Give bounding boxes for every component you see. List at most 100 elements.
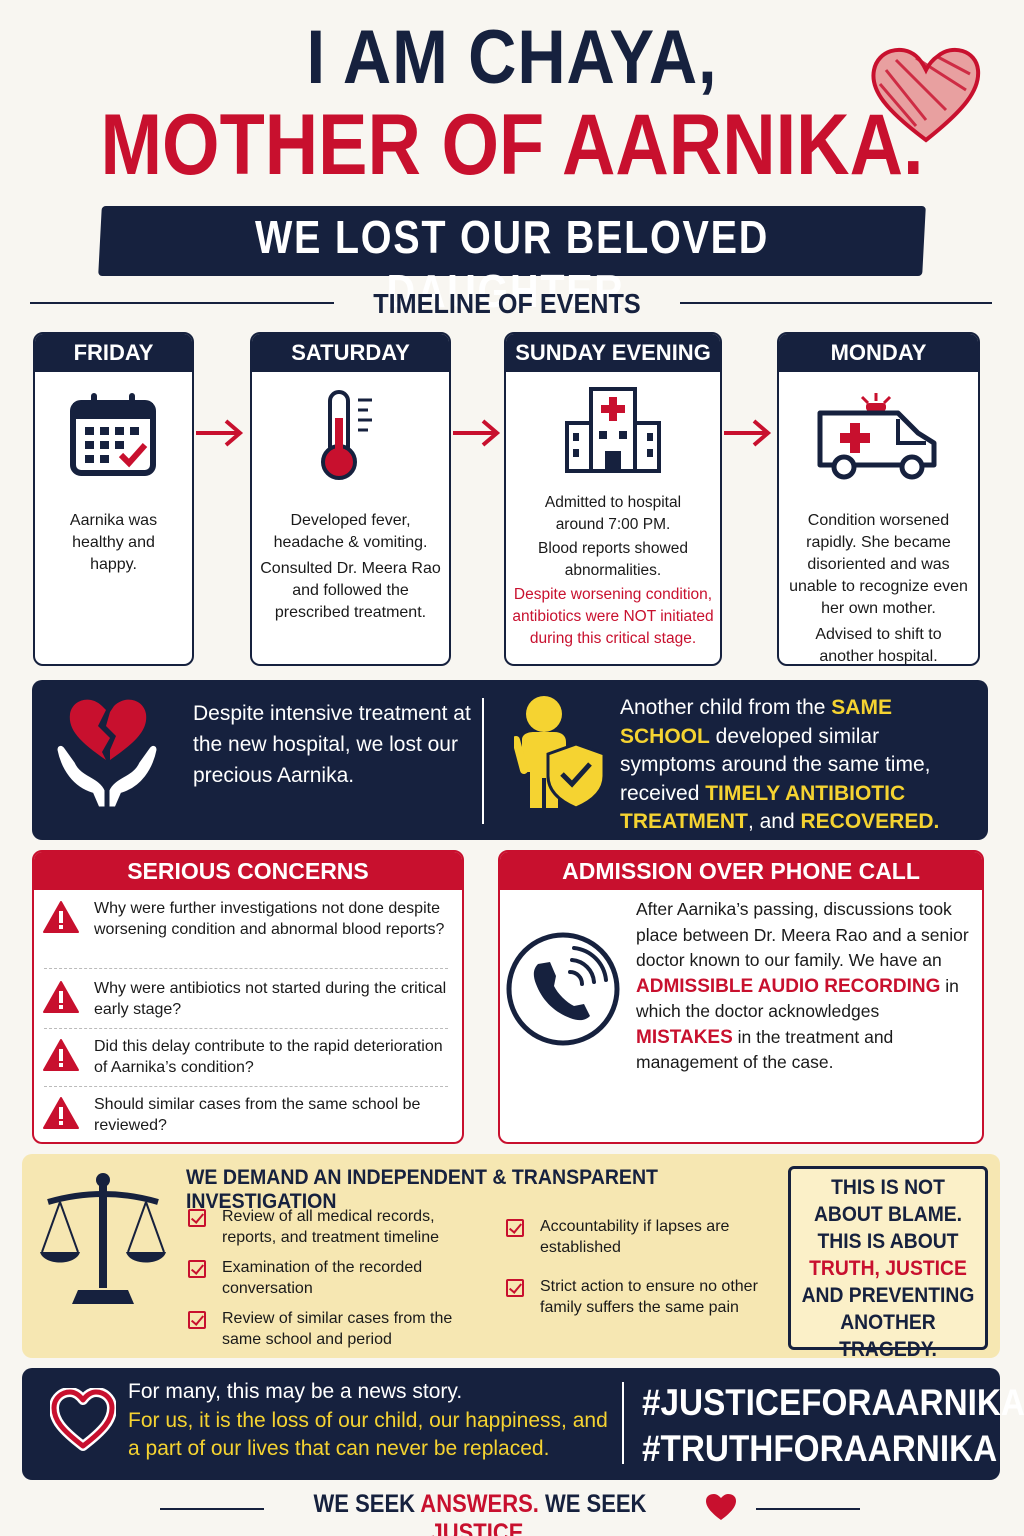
demand-text: Review of similar cases from the same sc… xyxy=(222,1310,453,1348)
hashtags: #JUSTICEFORAARNIKA #TRUTHFORAARNIKA xyxy=(642,1380,1024,1472)
warning-icon xyxy=(43,1097,79,1129)
demand-text: Examination of the recorded conversation xyxy=(222,1259,423,1297)
band-text: developed similar symptoms around the sa… xyxy=(620,724,931,805)
card-alert-text: Despite worsening condition, antibiotics… xyxy=(512,586,714,647)
other-child-text: Another child from the SAME SCHOOL devel… xyxy=(620,694,980,837)
concern-text: Did this delay contribute to the rapid d… xyxy=(94,1038,443,1076)
footer-band xyxy=(22,1368,1000,1480)
scales-of-justice-icon xyxy=(40,1173,166,1304)
card-day: FRIDAY xyxy=(35,334,192,372)
timeline-card-sunday: SUNDAY EVENING Admitted to hospital arou… xyxy=(504,332,722,666)
band-highlight: SAME SCHOOL xyxy=(620,696,892,748)
hospital-icon xyxy=(506,380,720,480)
checkbox-icon xyxy=(188,1311,206,1329)
not-blame-body: THIS IS NOT ABOUT BLAME. THIS IS ABOUT xyxy=(813,1176,963,1253)
concern-text: Should similar cases from the same schoo… xyxy=(94,1096,421,1134)
phone-call-icon xyxy=(506,932,620,1046)
closing-highlight: ANSWERS. xyxy=(420,1490,539,1518)
divider xyxy=(44,1086,448,1087)
demand-title: WE DEMAND AN INDEPENDENT & TRANSPARENT I… xyxy=(186,1166,658,1213)
closing-text: WE SEEK xyxy=(313,1490,421,1518)
concern-text: Why were antibiotics not started during … xyxy=(94,980,447,1018)
card-text: Consulted Dr. Meera Rao and followed the… xyxy=(260,560,441,621)
arrow-right-icon xyxy=(724,419,772,447)
hashtag-2: #TRUTHFORAARNIKA xyxy=(642,1428,998,1469)
divider xyxy=(482,698,484,824)
divider xyxy=(680,302,992,304)
not-blame-box xyxy=(788,1166,988,1350)
checkbox-icon xyxy=(506,1219,524,1237)
divider xyxy=(622,1382,624,1464)
card-text: Advised to shift to another hospital. xyxy=(815,626,942,665)
card-text: Condition worsened rapidly. She became d… xyxy=(789,512,968,617)
closing-text: WE SEEK xyxy=(538,1490,647,1518)
admission-body: in which the doctor acknowledges xyxy=(636,975,959,1022)
closing-line: WE SEEK ANSWERS. WE SEEK JUSTICE. xyxy=(286,1490,673,1536)
heart-outline-icon xyxy=(50,1388,116,1451)
checkbox-icon xyxy=(506,1279,524,1297)
heart-icon xyxy=(706,1494,736,1520)
calendar-check-icon xyxy=(35,380,192,490)
admission-text: After Aarnika’s passing, discussions too… xyxy=(636,897,976,1076)
divider xyxy=(44,968,448,969)
admission-body: in the treatment and management of the c… xyxy=(636,1026,894,1073)
band-text: , and xyxy=(747,810,801,833)
demand-text: Review of all medical records, reports, … xyxy=(222,1208,439,1246)
subtitle-banner-text: WE LOST OUR BELOVED DAUGHTER. xyxy=(254,211,770,317)
concern-item: Why were further investigations not done… xyxy=(42,898,452,940)
band-highlight: RECOVERED xyxy=(800,810,934,833)
concern-text: Why were further investigations not done… xyxy=(94,900,445,938)
not-blame-body: AND PREVENTING ANOTHER TRAGEDY. xyxy=(801,1284,975,1361)
timeline-card-saturday: SATURDAY Developed fever, headache & vom… xyxy=(250,332,451,666)
checkbox-icon xyxy=(188,1209,206,1227)
demand-text: Accountability if lapses are established xyxy=(540,1218,730,1256)
demand-item: Accountability if lapses are established xyxy=(506,1216,782,1258)
concern-item: Did this delay contribute to the rapid d… xyxy=(42,1036,452,1078)
demand-item: Strict action to ensure no other family … xyxy=(506,1276,782,1318)
hashtag-1: #JUSTICEFORAARNIKA xyxy=(642,1382,1024,1423)
ambulance-icon xyxy=(779,380,978,490)
footer-line-2: For us, it is the loss of our child, our… xyxy=(128,1408,608,1461)
loss-text: Despite intensive treatment at the new h… xyxy=(193,702,471,787)
band-highlight: TIMELY ANTIBIOTIC TREATMENT xyxy=(620,781,906,834)
arrow-right-icon xyxy=(453,419,501,447)
footer-text: For many, this may be a news story. For u… xyxy=(128,1378,618,1464)
divider xyxy=(44,1028,448,1029)
title-line-1: I AM CHAYA, xyxy=(306,15,718,100)
footer-line-1: For many, this may be a news story. xyxy=(128,1380,463,1403)
card-day: SUNDAY EVENING xyxy=(506,334,720,372)
card-day: SATURDAY xyxy=(252,334,449,372)
checkbox-icon xyxy=(188,1260,206,1278)
title-line-2: MOTHER OF AARNIKA. xyxy=(100,97,924,193)
divider xyxy=(756,1508,860,1510)
card-day: MONDAY xyxy=(779,334,978,372)
demand-item: Examination of the recorded conversation xyxy=(188,1257,478,1299)
timeline-title: TIMELINE OF EVENTS xyxy=(373,288,641,319)
demand-item: Review of all medical records, reports, … xyxy=(188,1206,478,1248)
warning-icon xyxy=(43,1039,79,1071)
warning-icon xyxy=(43,901,79,933)
concern-item: Why were antibiotics not started during … xyxy=(42,978,452,1020)
admission-highlight: MISTAKES xyxy=(636,1026,733,1048)
demand-item: Review of similar cases from the same sc… xyxy=(188,1308,478,1350)
warning-icon xyxy=(43,981,79,1013)
timeline-card-monday: MONDAY Condition worsened rapidly. She b… xyxy=(777,332,980,666)
card-text: Admitted to hospital around 7:00 PM. xyxy=(544,494,682,533)
card-text: Aarnika was healthy and happy. xyxy=(69,512,158,573)
admission-title: ADMISSION OVER PHONE CALL xyxy=(500,852,982,890)
divider xyxy=(160,1508,264,1510)
card-text: Blood reports showed abnormalities. xyxy=(538,540,688,579)
admission-body: After Aarnika’s passing, discussions too… xyxy=(636,899,969,970)
divider xyxy=(30,302,334,304)
arrow-right-icon xyxy=(196,419,244,447)
card-text: Developed fever, headache & vomiting. xyxy=(273,512,428,551)
child-shield-icon xyxy=(514,696,606,810)
broken-heart-hands-icon xyxy=(54,699,160,810)
band-text: Another child from the xyxy=(620,696,832,719)
concerns-title: SERIOUS CONCERNS xyxy=(34,852,462,890)
timeline-card-friday: FRIDAY Aarnika was healthy and happy. xyxy=(33,332,194,666)
concern-item: Should similar cases from the same schoo… xyxy=(42,1094,452,1136)
demand-text: Strict action to ensure no other family … xyxy=(540,1278,758,1316)
admission-highlight: ADMISSIBLE AUDIO RECORDING xyxy=(636,975,941,997)
